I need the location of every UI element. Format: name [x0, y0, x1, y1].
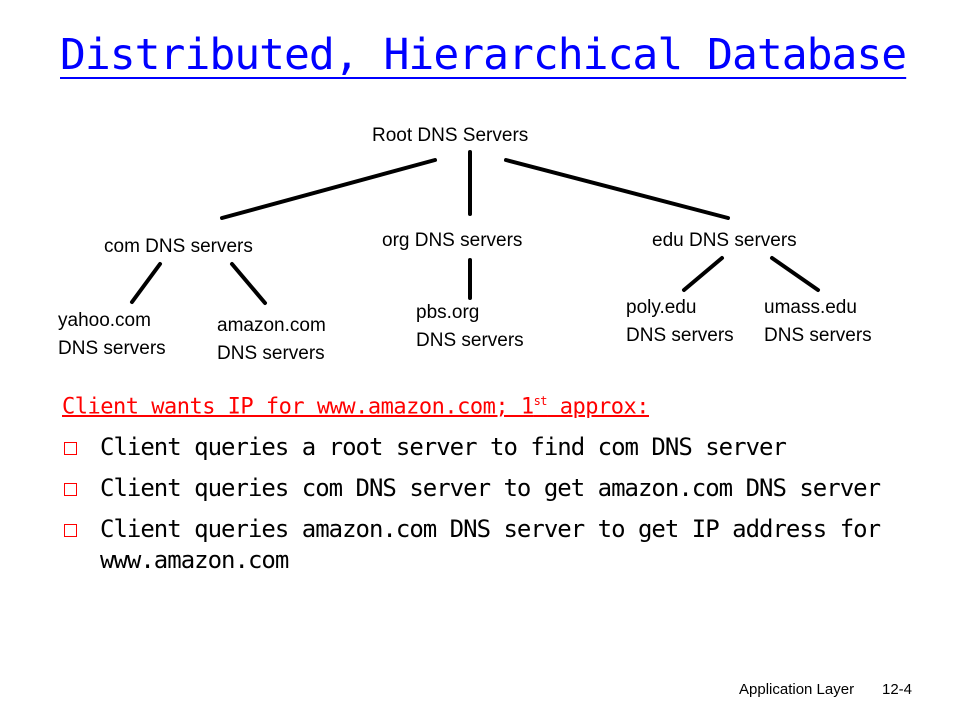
umass-dns-servers-node: umass.edu DNS servers [764, 294, 872, 350]
example-heading-suffix: approx: [547, 394, 650, 420]
steps-list: Client queries a root server to find com… [62, 432, 922, 586]
example-heading-ordinal: st [533, 394, 548, 408]
list-item: Client queries com DNS server to get ama… [62, 473, 922, 504]
amazon-dns-servers-node: amazon.com DNS servers [217, 312, 326, 368]
pbs-dns-servers-node: pbs.org DNS servers [416, 299, 524, 355]
square-bullet-icon [64, 483, 77, 496]
poly-servers-label: DNS servers [626, 325, 734, 346]
footer-page-number: 12-4 [882, 681, 913, 698]
list-item: Client queries a root server to find com… [62, 432, 922, 463]
poly-domain-label: poly.edu [626, 297, 697, 318]
bullet-text: Client queries com DNS server to get ama… [100, 474, 881, 502]
yahoo-dns-servers-node: yahoo.com DNS servers [58, 307, 166, 363]
amazon-domain-label: amazon.com [217, 315, 326, 336]
edu-dns-servers-node: edu DNS servers [652, 230, 797, 251]
square-bullet-icon [64, 442, 77, 455]
umass-domain-label: umass.edu [764, 297, 857, 318]
square-bullet-icon [64, 524, 77, 537]
edge-com-yahoo [130, 262, 162, 304]
edge-edu-poly [682, 256, 724, 292]
pbs-servers-label: DNS servers [416, 330, 524, 351]
footer-section-label: Application Layer [739, 681, 855, 698]
slide-title: Distributed, Hierarchical Database [60, 30, 907, 80]
example-heading: Client wants IP for www.amazon.com; 1st … [62, 394, 649, 419]
pbs-domain-label: pbs.org [416, 302, 480, 323]
example-heading-text: Client wants IP for www.amazon.com; 1 [62, 394, 534, 420]
list-item: Client queries amazon.com DNS server to … [62, 514, 922, 576]
umass-servers-label: DNS servers [764, 325, 872, 346]
edge-edu-umass [770, 256, 820, 292]
yahoo-domain-label: yahoo.com [58, 310, 151, 331]
edge-com-amazon [230, 262, 267, 305]
com-dns-servers-node: com DNS servers [104, 236, 253, 257]
org-dns-servers-node: org DNS servers [382, 230, 523, 251]
edge-root-com [220, 158, 437, 220]
poly-dns-servers-node: poly.edu DNS servers [626, 294, 734, 350]
yahoo-servers-label: DNS servers [58, 338, 166, 359]
root-dns-servers-node: Root DNS Servers [372, 125, 529, 146]
bullet-text: Client queries amazon.com DNS server to … [100, 515, 881, 574]
amazon-servers-label: DNS servers [217, 343, 325, 364]
edge-root-edu [504, 158, 730, 220]
bullet-text: Client queries a root server to find com… [100, 433, 787, 461]
